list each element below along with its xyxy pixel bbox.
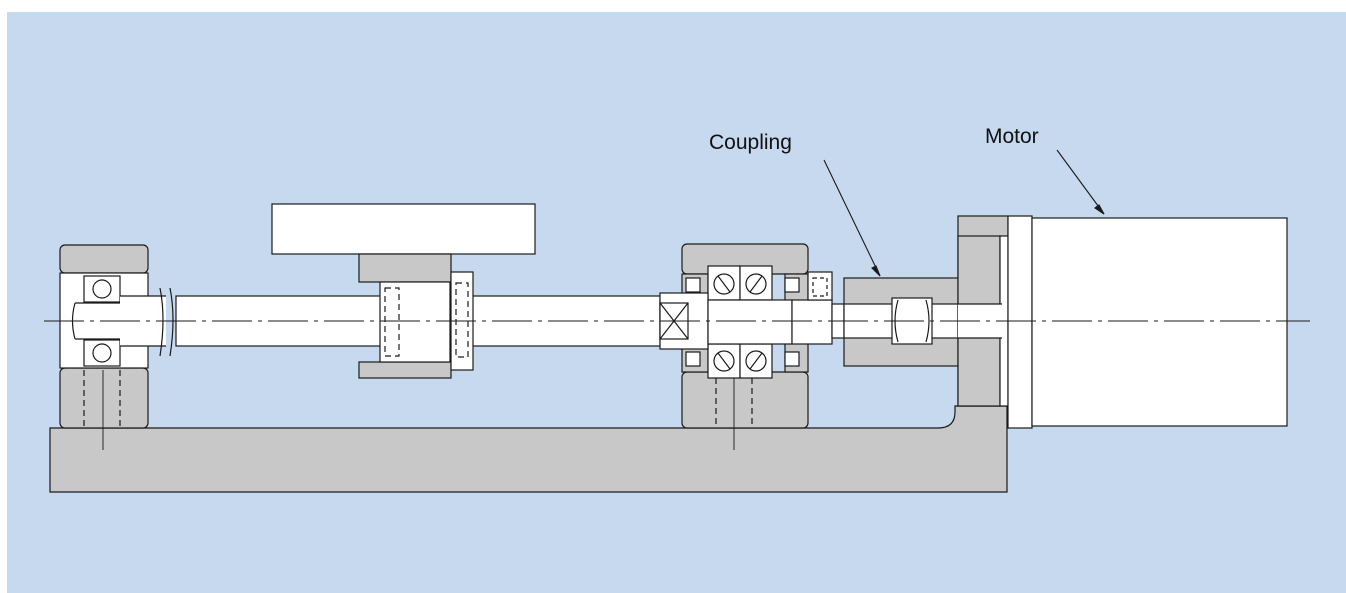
base-plate: [49, 405, 1008, 493]
motor-label: Motor: [985, 125, 1039, 148]
motor: [957, 215, 1288, 429]
coupling: [843, 277, 969, 367]
screw-shaft: [71, 287, 661, 357]
table: [271, 203, 536, 255]
leader-lines: [823, 149, 1105, 277]
left-support-block: [59, 244, 149, 450]
coupling-label: Coupling: [709, 131, 792, 154]
